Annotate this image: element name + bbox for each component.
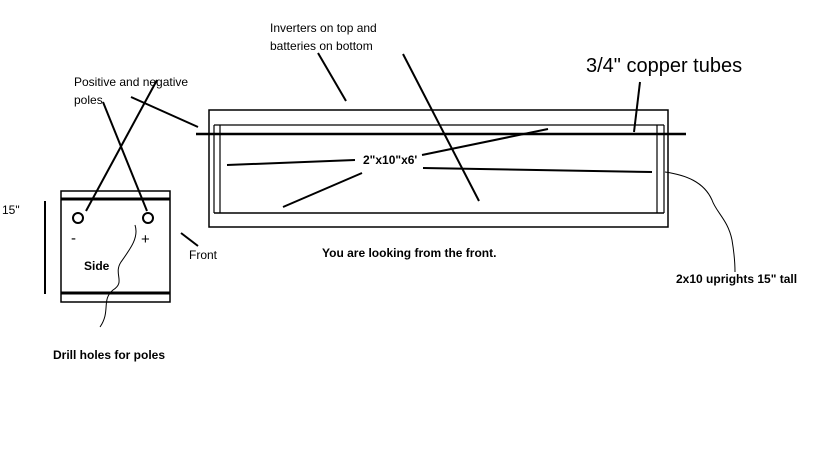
positive-pole-hole [142,212,154,224]
positive-sign: + [141,231,150,248]
front-leader [180,232,199,247]
negative-sign: - [71,230,76,247]
drill-holes-leader [99,224,137,328]
batteries-leader [402,53,480,202]
negative-pole-hole [72,212,84,224]
board-leader-upper [421,128,549,156]
board-dimension-label: 2"x10"x6' [363,153,418,167]
side-view-box [44,190,171,303]
inverters-leader [317,52,347,102]
inverters-label-line-2: batteries on bottom [270,39,373,53]
poles-label-line-1: Positive and negative [74,75,189,89]
poles-leader-to-tube [130,96,199,128]
poles-label-line-2: poles [74,93,103,107]
annotation-leaders [85,52,736,328]
uprights-label: 2x10 uprights 15" tall [676,272,798,286]
front-view-box [196,109,686,228]
inverters-label-line-1: Inverters on top and [270,21,377,35]
poles-leader-to-positive [102,101,148,212]
board-leader-left [226,159,356,166]
side-label: Side [84,259,110,273]
board-leader-right [422,167,653,173]
copper-tubes-leader [633,81,641,133]
front-box-outline [208,109,669,228]
board-leader-lower-left [282,172,363,208]
side-box-outline [60,190,171,303]
height-label: 15" [2,203,20,217]
front-label: Front [189,248,218,262]
view-direction-note: You are looking from the front. [322,246,497,260]
uprights-leader [664,171,736,273]
copper-tubes-label: 3/4" copper tubes [586,55,743,77]
drill-holes-label: Drill holes for poles [53,348,166,362]
